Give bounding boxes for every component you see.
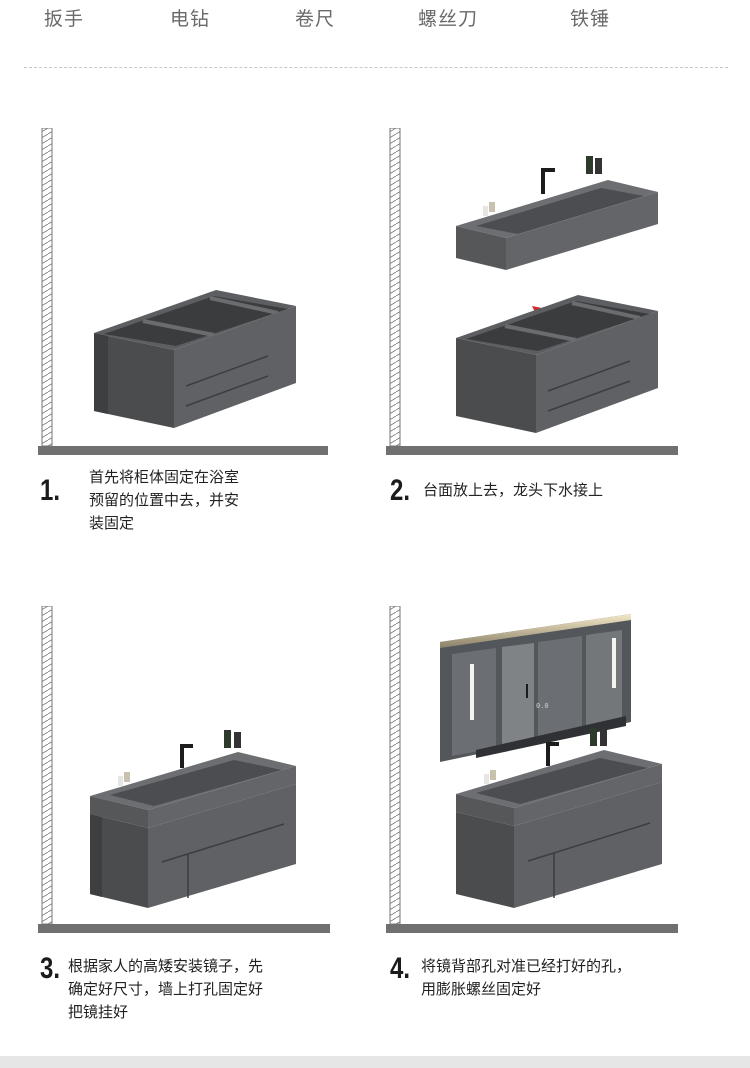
- mirror-cabinet-drawing: 0.0: [440, 614, 631, 762]
- cabinet-drawing: [456, 295, 658, 433]
- wall-hatch: [41, 128, 53, 447]
- floor-bar: [38, 446, 328, 455]
- step-4-line: 将镜背部孔对准已经打好的孔， 用膨胀螺丝固定好: [421, 955, 721, 1001]
- tools-list: 扳手 电钻 卷尺 螺丝刀 铁锤: [0, 0, 750, 40]
- step-2-text: 台面放上去，龙头下水接上: [423, 479, 723, 502]
- wall-hatch: [389, 128, 401, 447]
- vanity-assembled-drawing: [90, 730, 296, 908]
- text-line: 预留的位置中去，并安: [89, 491, 240, 509]
- step-1-line: 首先将柜体固定在浴室预留的位置中去，并安装固定: [89, 466, 289, 535]
- mirror-display-text: 0.0: [536, 702, 549, 710]
- wall-hatch: [389, 606, 401, 925]
- step-2-number: 2.: [390, 474, 411, 507]
- vanity-assembled-drawing: [456, 728, 662, 908]
- floor-bar: [386, 446, 678, 455]
- tool-drill: 电钻: [170, 8, 211, 30]
- cabinet-drawing: [94, 290, 296, 428]
- step-2-illustration: [386, 128, 686, 463]
- step-3-text: 根据家人的高矮安装镜子，先确定好尺寸，墙上打孔固定好把镜挂好: [68, 955, 328, 1024]
- floor-bar: [38, 924, 330, 933]
- tool-hammer: 铁锤: [570, 8, 611, 30]
- step-3-line: 根据家人的高矮安装镜子，先确定好尺寸，墙上打孔固定好把镜挂好: [68, 955, 328, 1024]
- step-3-illustration: [38, 606, 338, 941]
- step-4-number: 4.: [390, 952, 411, 985]
- text-line: 确定好尺寸，墙上打孔固定好: [68, 980, 264, 998]
- step-1-number: 1.: [40, 474, 61, 507]
- tool-screwdriver: 螺丝刀: [418, 8, 479, 30]
- text-line: 将镜背部孔对准已经打好的孔，: [421, 957, 632, 975]
- step-4-text: 将镜背部孔对准已经打好的孔， 用膨胀螺丝固定好: [421, 955, 721, 1001]
- dashed-divider: [24, 67, 728, 68]
- wall-hatch: [41, 606, 53, 925]
- text-line: 装固定: [89, 514, 135, 532]
- floor-bar: [386, 924, 678, 933]
- footer-band: [0, 1056, 750, 1068]
- tool-tape-measure: 卷尺: [295, 8, 336, 30]
- step-1-text: 首先将柜体固定在浴室预留的位置中去，并安装固定: [89, 466, 289, 535]
- countertop-drawing: [456, 156, 658, 270]
- step-1-illustration: [38, 128, 338, 463]
- step-2-line: 台面放上去，龙头下水接上: [423, 479, 723, 502]
- text-line: 首先将柜体固定在浴室: [89, 468, 240, 486]
- step-4-illustration: 0.0: [386, 606, 686, 941]
- text-line: 台面放上去，龙头下水接上: [423, 481, 604, 499]
- text-line: 用膨胀螺丝固定好: [421, 980, 542, 998]
- step-3-number: 3.: [40, 952, 61, 985]
- tool-wrench: 扳手: [44, 8, 85, 30]
- text-line: 把镜挂好: [68, 1003, 129, 1021]
- text-line: 根据家人的高矮安装镜子，先: [68, 957, 264, 975]
